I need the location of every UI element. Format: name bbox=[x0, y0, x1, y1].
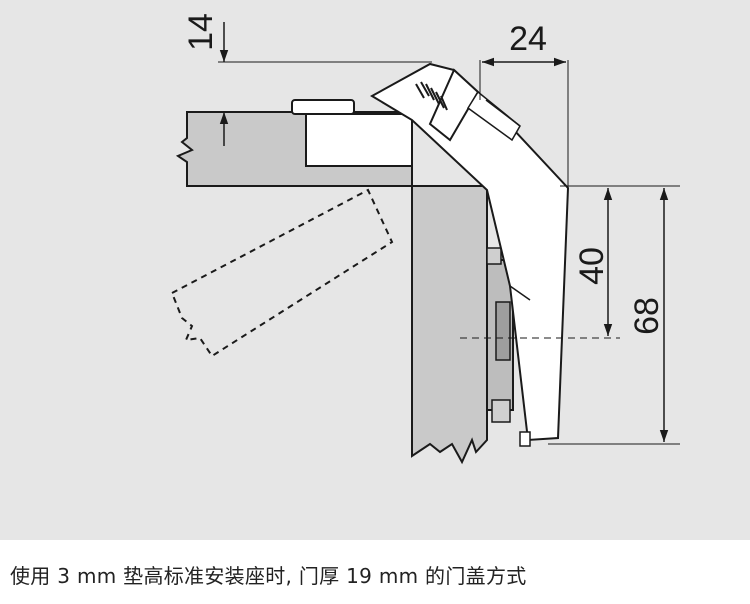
dimension-hinge-height-label: 40 bbox=[573, 247, 611, 285]
cabinet-side-panel bbox=[411, 185, 488, 465]
dimension-cup-distance-label: 24 bbox=[509, 20, 547, 58]
mounting-plate bbox=[486, 247, 514, 423]
hinge-drawing: 14 24 40 68 bbox=[170, 13, 680, 465]
dimension-lines bbox=[219, 22, 669, 442]
caption-bar: 使用 3 mm 垫高标准安装座时, 门厚 19 mm 的门盖方式 bbox=[0, 540, 750, 604]
dimension-overlay-label: 14 bbox=[182, 13, 220, 51]
hinge-cup bbox=[291, 99, 413, 167]
hinge-arm bbox=[369, 62, 570, 447]
extension-lines bbox=[218, 60, 680, 445]
dimension-total-height-label: 68 bbox=[628, 297, 666, 335]
hinge-diagram-svg: 14 24 40 68 bbox=[170, 13, 680, 465]
door-open-position-outline bbox=[170, 188, 394, 358]
diagram-caption: 使用 3 mm 垫高标准安装座时, 门厚 19 mm 的门盖方式 bbox=[10, 564, 527, 588]
